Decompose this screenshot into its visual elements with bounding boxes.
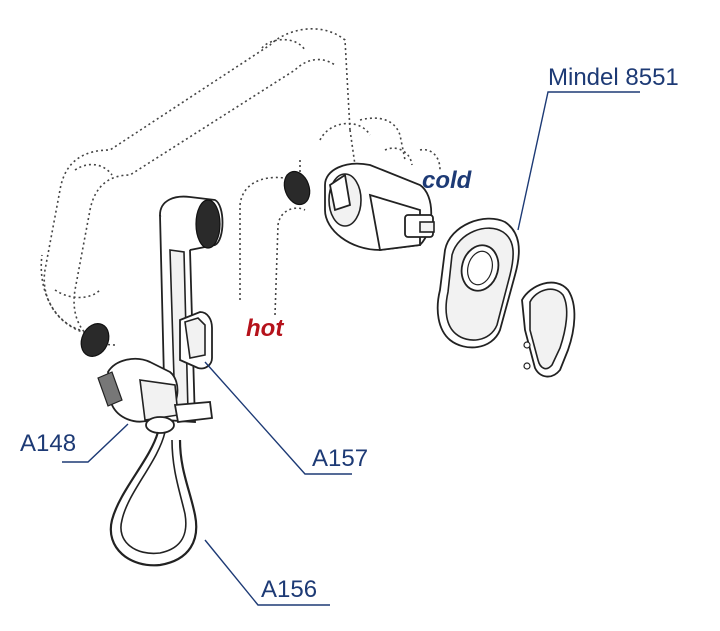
cover-plate [436, 217, 520, 349]
part-label-a156: A156 [261, 576, 317, 603]
model-label: Mindel 8551 [548, 64, 679, 91]
pipe-caps [80, 170, 311, 357]
leader-lines [62, 91, 640, 606]
hot-label: hot [246, 315, 284, 342]
concealed-valve-body [324, 162, 435, 251]
cold-label: cold [422, 167, 473, 194]
shower-hose [109, 431, 198, 567]
part-label-a157: A157 [312, 445, 368, 472]
angle-valve [97, 358, 214, 434]
part-label-a148: A148 [20, 430, 76, 457]
shower-holder [179, 311, 213, 370]
lever-handle [521, 281, 576, 378]
concealed-pipework [40, 28, 441, 346]
